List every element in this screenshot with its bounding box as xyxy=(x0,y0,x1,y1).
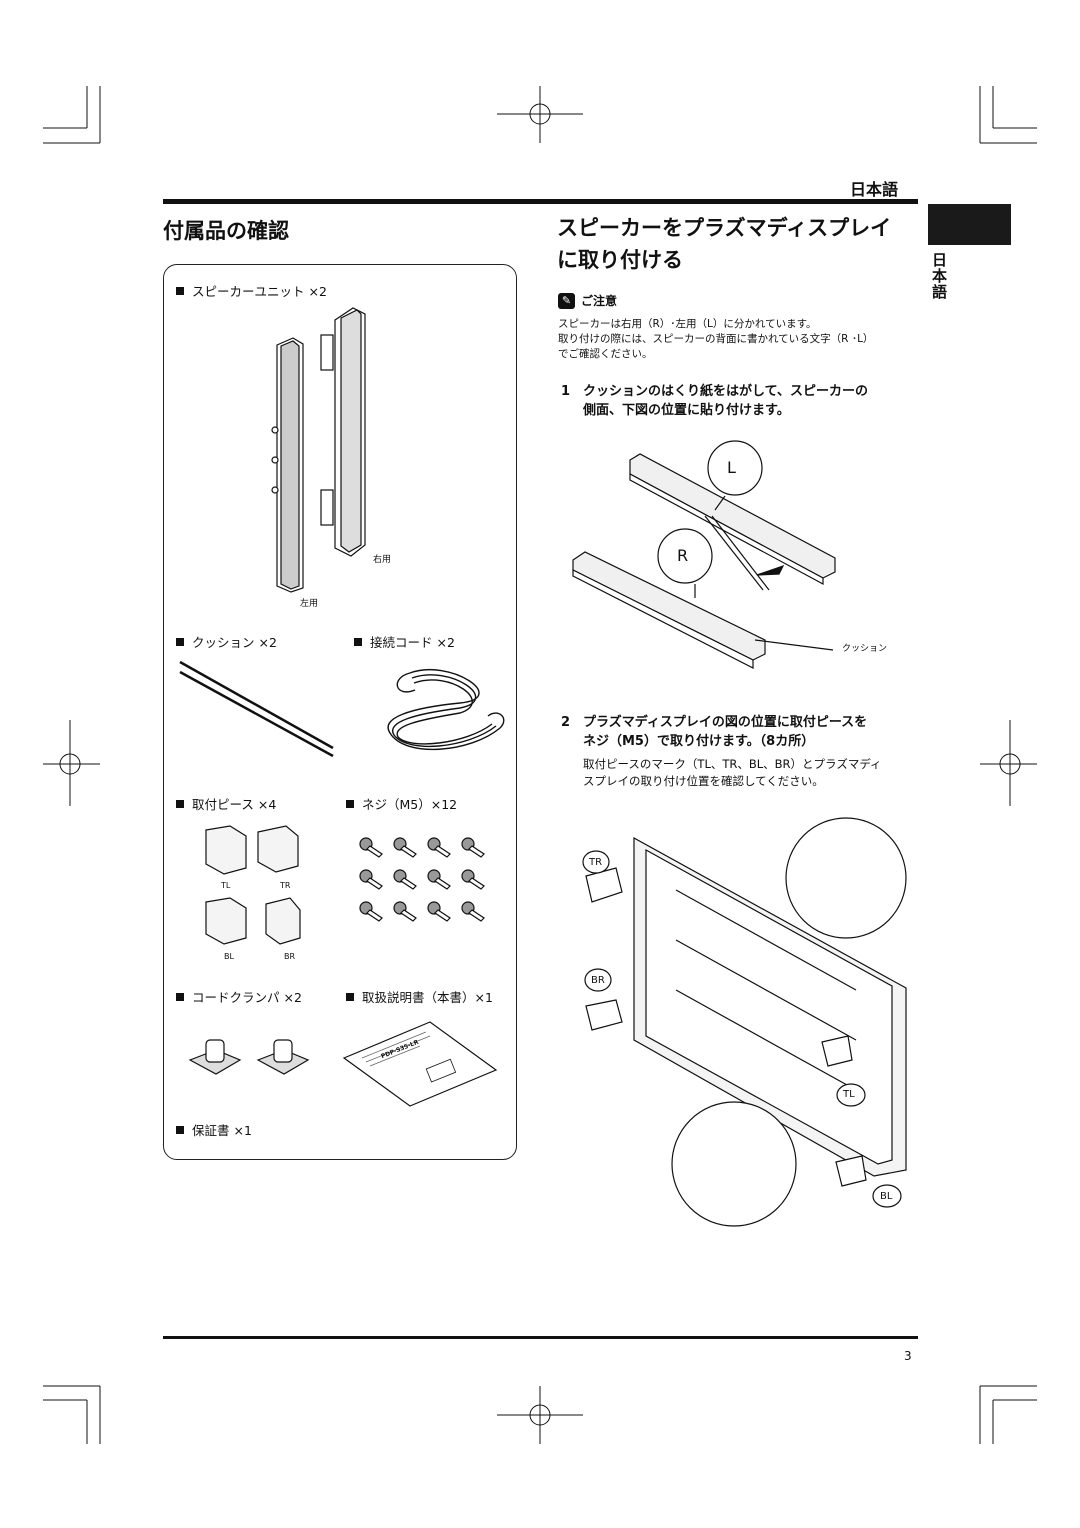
bottom-rule xyxy=(163,1336,918,1339)
connection-cord-illustration xyxy=(387,668,505,751)
item-mounting-piece: 取付ピース ×4 xyxy=(176,794,276,813)
step2-text: プラズマディスプレイの図の位置に取付ピースを ネジ（M5）で取り付けます。（8カ… xyxy=(583,713,867,751)
item-manual: 取扱説明書（本書）×1 xyxy=(346,987,493,1006)
caution-line: 取り付けの際には、スピーカーの背面に書かれている文字（R ･L） xyxy=(558,333,874,345)
step2-line: プラズマディスプレイの図の位置に取付ピースを xyxy=(583,715,868,730)
step2-note-line: スプレイの取り付け位置を確認してください。 xyxy=(583,774,824,788)
step2-note-line: 取付ピースのマーク（TL、TR、BL、BR）とプラズマディ xyxy=(583,757,882,771)
step2-display-mounting-illustration xyxy=(582,817,907,1227)
language-side-tab[interactable] xyxy=(928,204,1011,245)
install-title-line2: に取り付ける xyxy=(557,248,683,272)
speaker-label-r: R xyxy=(677,546,689,565)
step2-line: ネジ（M5）で取り付けます。（8カ所） xyxy=(583,734,815,749)
step1-number: 1 xyxy=(561,384,571,399)
marker-br: BR xyxy=(591,975,605,986)
accessories-title: 付属品の確認 xyxy=(163,219,289,243)
mounting-pieces-illustration xyxy=(205,825,301,945)
top-rule xyxy=(163,199,918,204)
caution-body: スピーカーは右用（R）･左用（L）に分かれています。 取り付けの際には、スピーカ… xyxy=(558,317,923,362)
left-speaker-label: 左用 xyxy=(300,599,319,609)
step1-line: クッションのはくり紙をはがして、スピーカーの xyxy=(583,384,868,399)
item-cushion: クッション ×2 xyxy=(176,632,277,651)
manual-booklet-illustration xyxy=(342,1021,498,1107)
speaker-unit-illustration xyxy=(271,307,366,593)
piece-mark-tl: TL xyxy=(221,881,231,890)
install-title: スピーカーをプラズマディスプレイ に取り付ける xyxy=(557,212,927,276)
step2-note: 取付ピースのマーク（TL、TR、BL、BR）とプラズマディ スプレイの取り付け位… xyxy=(583,756,882,790)
caution-heading: ✎ ご注意 xyxy=(558,292,617,309)
screws-illustration xyxy=(359,837,485,922)
speaker-label-l: L xyxy=(727,458,736,477)
item-speaker-unit: スピーカーユニット ×2 xyxy=(176,281,327,300)
marker-bl: BL xyxy=(880,1191,893,1202)
install-title-line1: スピーカーをプラズマディスプレイ xyxy=(557,216,892,240)
step1-line: 側面、下図の位置に貼り付けます。 xyxy=(583,403,790,418)
cushion-strips-illustration xyxy=(179,660,334,758)
accessories-box xyxy=(163,264,517,1160)
marker-tl: TL xyxy=(843,1089,855,1100)
language-label: 日本語 xyxy=(850,180,899,199)
pencil-icon: ✎ xyxy=(558,292,575,309)
caution-line: スピーカーは右用（R）･左用（L）に分かれています。 xyxy=(558,318,817,330)
piece-mark-tr: TR xyxy=(280,881,291,890)
caution-title: ご注意 xyxy=(581,294,618,308)
right-speaker-label: 右用 xyxy=(373,555,392,565)
cushion-callout: クッション xyxy=(842,644,888,654)
page-number: 3 xyxy=(904,1349,912,1363)
item-cord: 接続コード ×2 xyxy=(354,632,455,651)
item-screw: ネジ（M5）×12 xyxy=(346,794,457,813)
cord-clamps-illustration xyxy=(188,1039,310,1075)
side-tab-vertical-label: 日本語 xyxy=(930,252,948,300)
piece-mark-br: BR xyxy=(284,952,296,961)
step2-number: 2 xyxy=(561,715,571,730)
step1-speakers-cushion-illustration xyxy=(572,440,836,669)
caution-line: でご確認ください。 xyxy=(558,348,653,360)
item-warranty: 保証書 ×1 xyxy=(176,1120,252,1139)
step1-text: クッションのはくり紙をはがして、スピーカーの 側面、下図の位置に貼り付けます。 xyxy=(583,382,868,420)
marker-tr: TR xyxy=(589,857,603,868)
piece-mark-bl: BL xyxy=(224,952,234,961)
item-cord-clamp: コードクランパ ×2 xyxy=(176,987,302,1006)
